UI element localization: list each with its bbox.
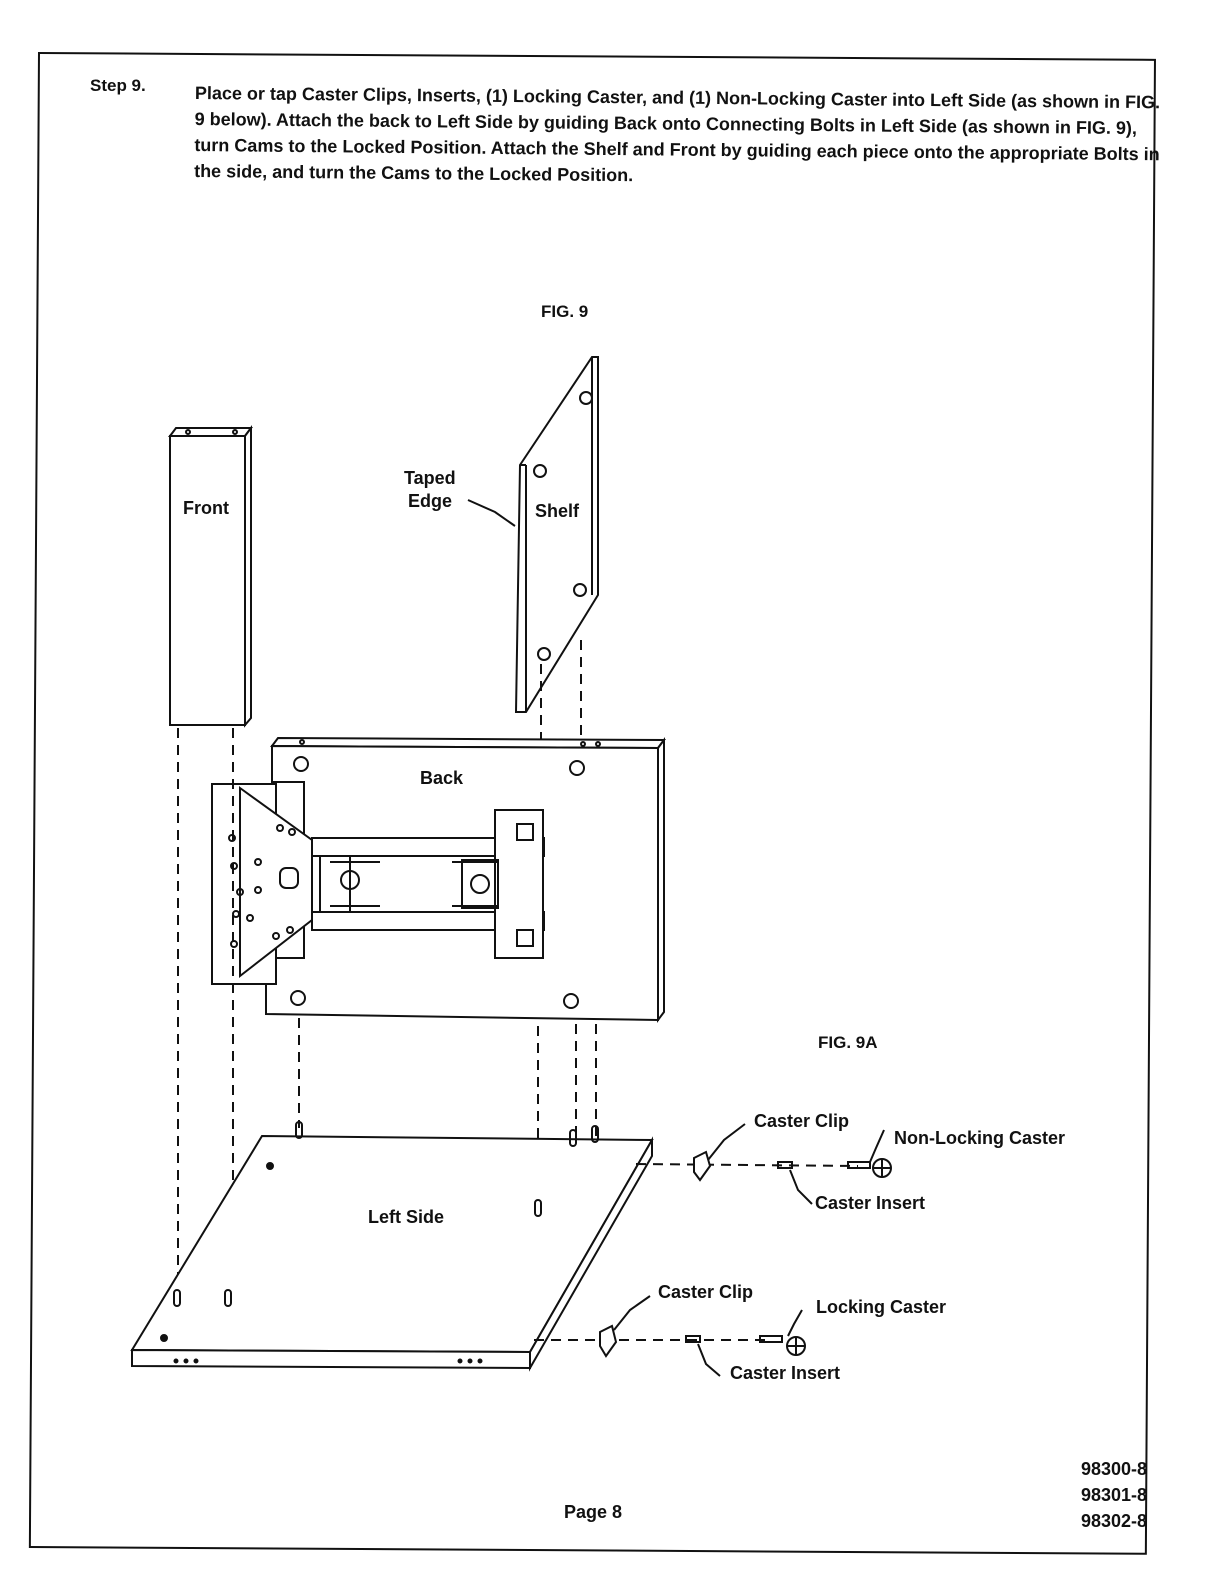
page-number: Page 8: [564, 1502, 623, 1522]
shelf-label: Shelf: [535, 501, 580, 521]
front-label: Front: [183, 498, 229, 518]
fig-9-label: FIG. 9: [541, 302, 589, 321]
back-label: Back: [420, 768, 464, 788]
part-number: 98302-8: [1080, 1511, 1147, 1531]
part-number: 98301-8: [1080, 1485, 1147, 1505]
locking-caster-assembly: [534, 1295, 806, 1377]
caster-clip-top-label: Caster Clip: [754, 1111, 850, 1131]
non-locking-caster-assembly: [635, 1123, 892, 1205]
non-locking-caster-label: Non-Locking Caster: [894, 1128, 1066, 1148]
front-panel: [168, 425, 253, 728]
part-numbers: 98300-8 98301-8 98302-8: [1081, 1456, 1147, 1534]
fig-9a-label: FIG. 9A: [818, 1033, 878, 1052]
back-panel: [211, 736, 666, 1023]
caster-insert-top-label: Caster Insert: [815, 1193, 926, 1213]
left-side-panel: [130, 1121, 654, 1372]
taped-edge-label-1: Taped: [404, 468, 456, 488]
shelf-panel: [514, 356, 599, 713]
caster-clip-bottom-label: Caster Clip: [658, 1282, 754, 1302]
step-label: Step 9.: [90, 76, 146, 95]
taped-edge-leader: [467, 499, 516, 527]
taped-edge-label-2: Edge: [408, 491, 453, 511]
caster-insert-bottom-label: Caster Insert: [730, 1363, 841, 1383]
left-side-label: Left Side: [368, 1207, 445, 1227]
part-number: 98300-8: [1080, 1459, 1147, 1479]
locking-caster-label: Locking Caster: [816, 1297, 947, 1317]
